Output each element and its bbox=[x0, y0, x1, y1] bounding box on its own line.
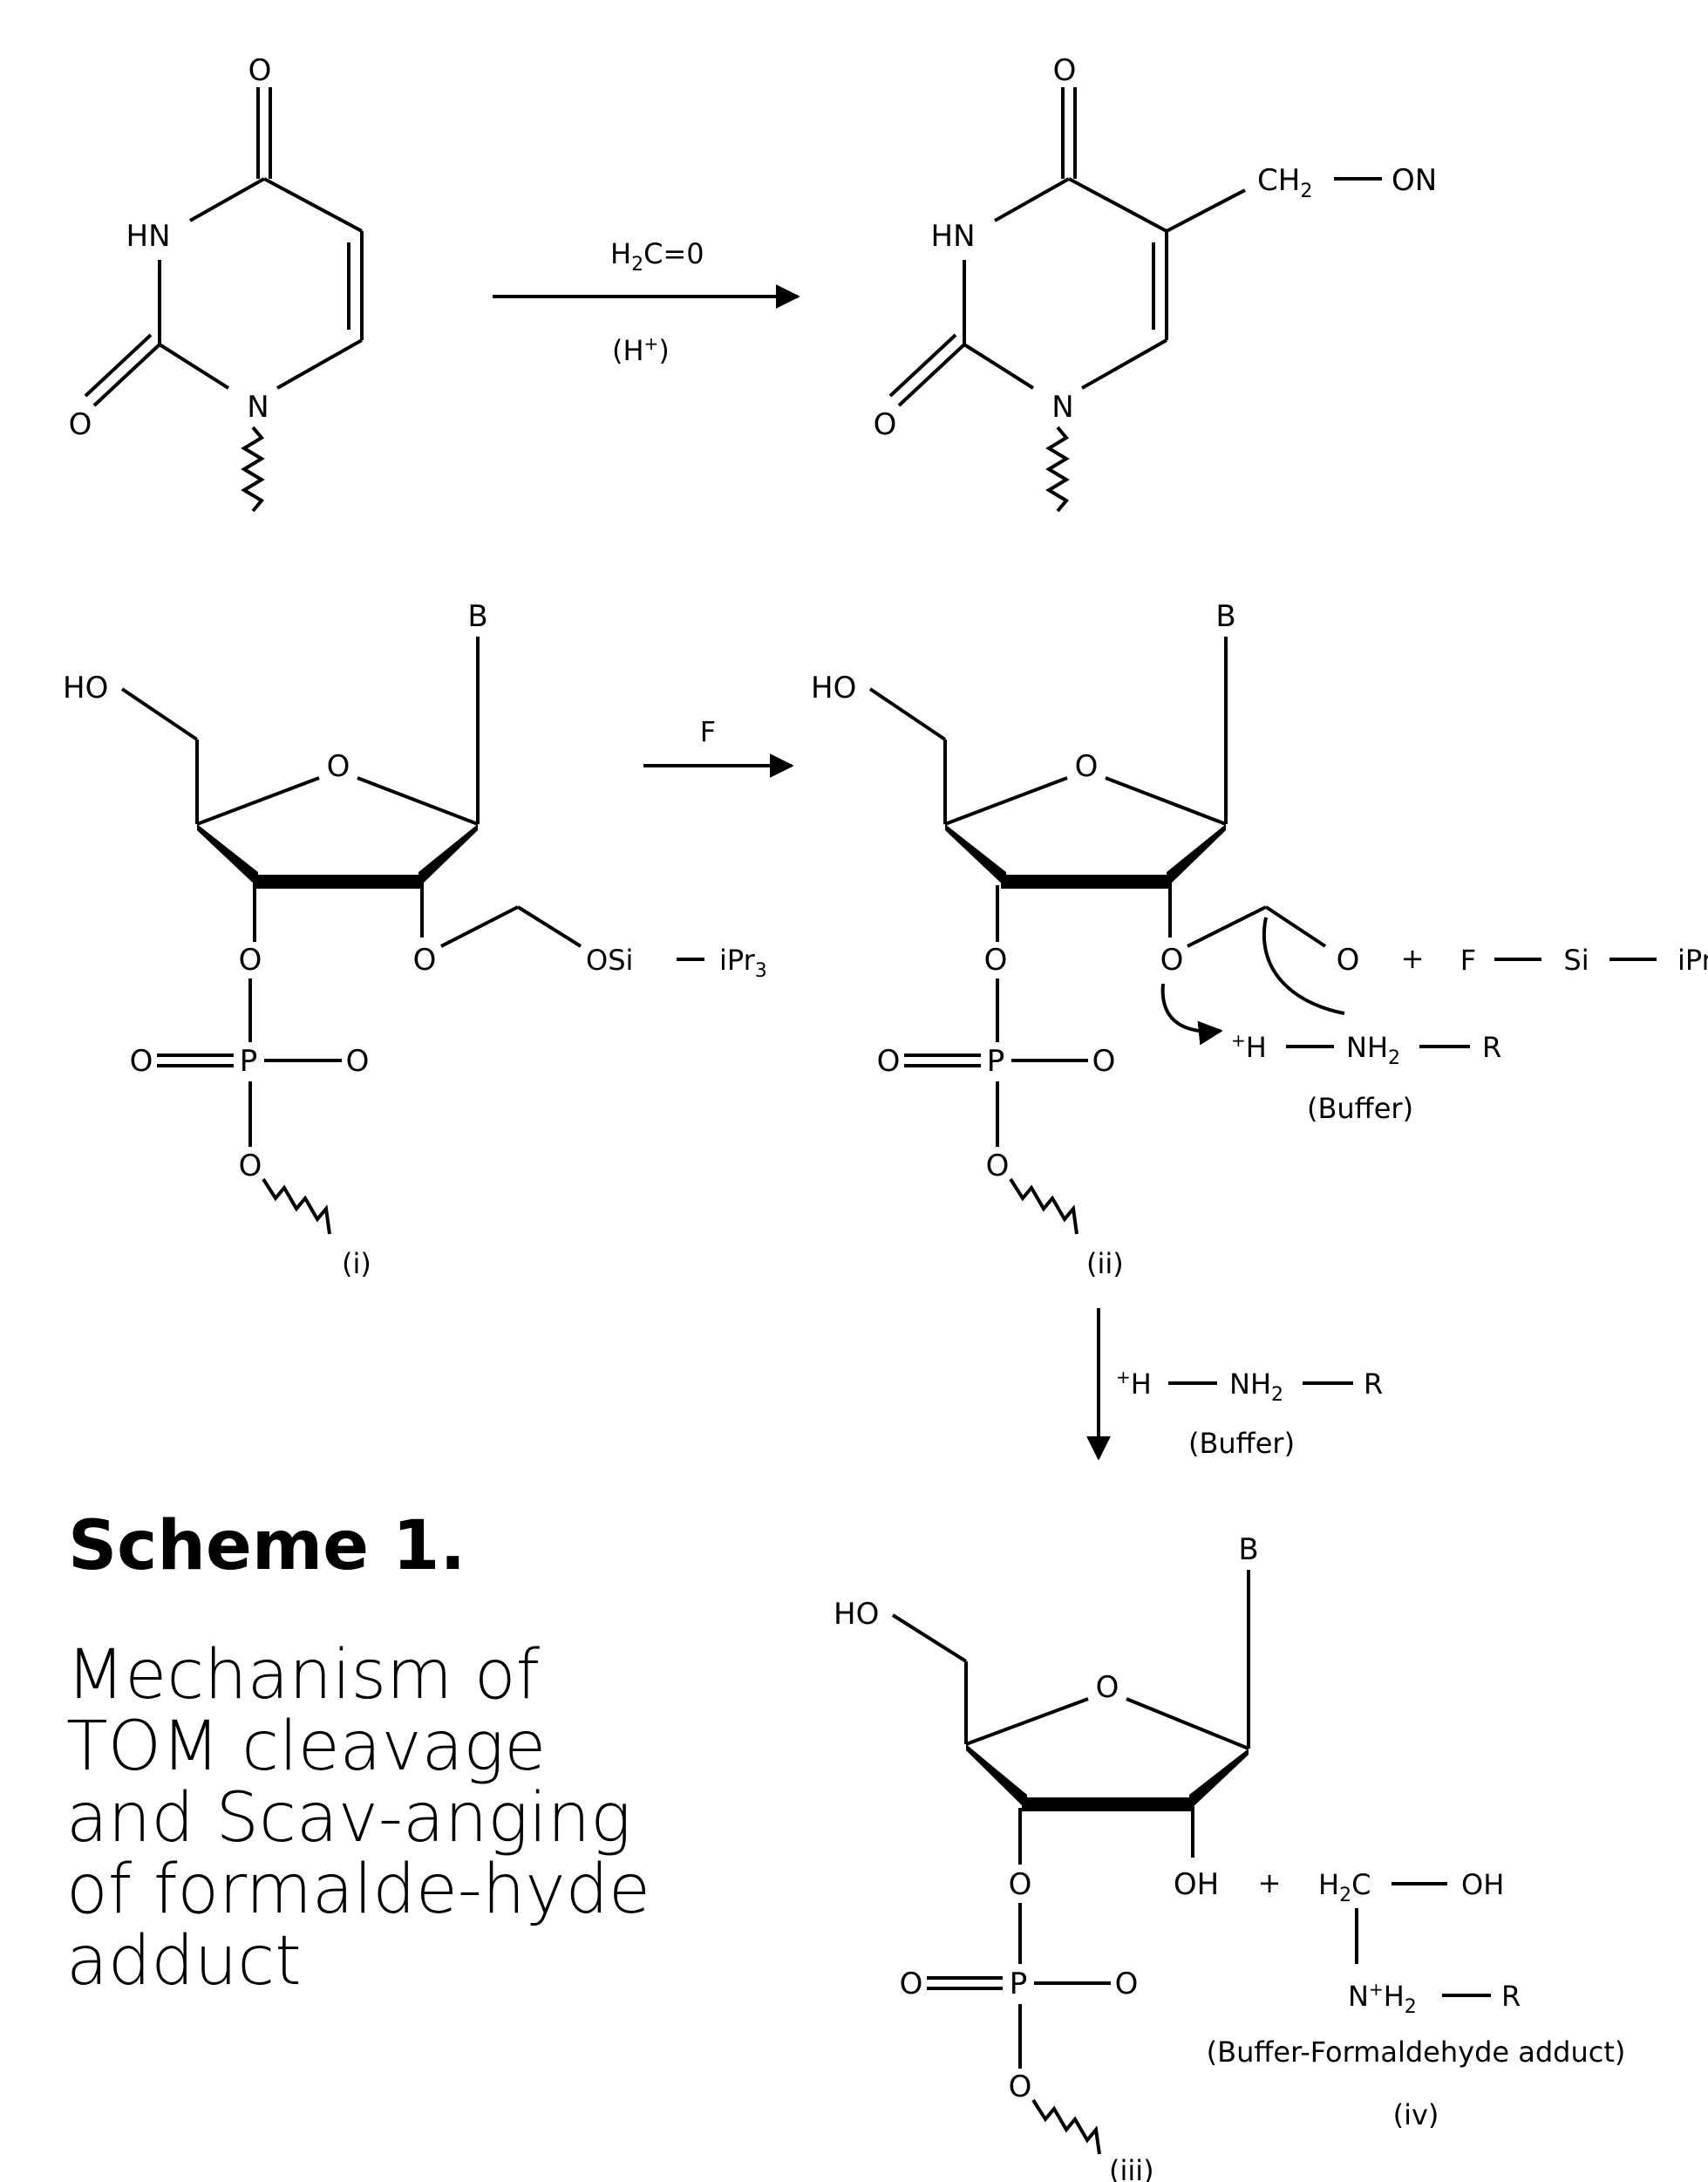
atom-o3: O bbox=[239, 943, 262, 978]
reaction-arrow-2: F bbox=[643, 715, 794, 778]
structure-label-iv: (iv) bbox=[1393, 2098, 1439, 2131]
buffer-amine: +H bbox=[1116, 1367, 1152, 1401]
scheme-title: Scheme 1. bbox=[68, 1507, 466, 1585]
group-nh2: N+H2 bbox=[1348, 1979, 1417, 2018]
atom-ho: HO bbox=[63, 671, 108, 706]
reagent-formaldehyde: H2C=0 bbox=[610, 237, 704, 276]
reagent-fluoride: F bbox=[700, 715, 716, 748]
plus-sign: + bbox=[1258, 1866, 1282, 1899]
atom-p-o-right: O bbox=[346, 1044, 370, 1079]
adduct-name: (Buffer-Formaldehyde adduct) bbox=[1207, 2035, 1626, 2069]
atom-oh: OH bbox=[1174, 1867, 1219, 1902]
atom-hn: HN bbox=[931, 219, 976, 254]
group-ch2: CH2 bbox=[1257, 163, 1312, 202]
reaction-arrow-3: +H NH2 R (Buffer) bbox=[1086, 1308, 1383, 1461]
group-ipr: iPr bbox=[1677, 944, 1708, 977]
atom-p-o-left: O bbox=[900, 1967, 923, 2001]
atom-b: B bbox=[467, 599, 487, 634]
atom-ho: HO bbox=[811, 671, 856, 706]
atom-ring-o: O bbox=[1096, 1670, 1119, 1705]
group-r: R bbox=[1501, 1980, 1521, 2013]
atom-o2: O bbox=[1160, 943, 1184, 978]
group-osi: OSi bbox=[586, 944, 633, 977]
buffer-nh2: NH2 bbox=[1346, 1031, 1400, 1069]
atom-si: Si bbox=[1563, 944, 1589, 977]
atom-p-o-right: O bbox=[1115, 1967, 1139, 2001]
buffer-label: (Buffer) bbox=[1307, 1092, 1413, 1125]
group-oh: OH bbox=[1461, 1868, 1504, 1901]
atom-ring-o: O bbox=[327, 749, 350, 784]
buffer-nh2: NH2 bbox=[1229, 1367, 1283, 1406]
atom-o-bottom: O bbox=[239, 1149, 262, 1183]
atom-o-left: O bbox=[69, 407, 92, 442]
atom-n: N bbox=[247, 390, 269, 425]
atom-o2: O bbox=[413, 943, 437, 978]
group-h2c: H2C bbox=[1318, 1868, 1371, 1906]
atom-f: F bbox=[1460, 944, 1476, 977]
atom-b: B bbox=[1238, 1532, 1258, 1567]
group-on: ON bbox=[1392, 163, 1437, 198]
group-ipr3: iPr3 bbox=[719, 944, 767, 982]
structure-label-i: (i) bbox=[342, 1247, 371, 1280]
buffer-r: R bbox=[1482, 1031, 1501, 1064]
atom-o3: O bbox=[1009, 1867, 1032, 1902]
structure-iii: B HO O O OH + P O O O (iii) bbox=[834, 1532, 1281, 2182]
uracil-product: O HN O N CH2 ON bbox=[874, 53, 1437, 513]
atom-o-top: O bbox=[1053, 53, 1077, 88]
scheme-caption: Mechanism of TOM cleavage and Scav-angin… bbox=[66, 1636, 651, 2001]
atom-n: N bbox=[1051, 390, 1073, 425]
atom-o-leaving: O bbox=[1337, 943, 1360, 978]
atom-ring-o: O bbox=[1075, 749, 1099, 784]
atom-hn: HN bbox=[126, 219, 171, 254]
atom-o-bottom: O bbox=[986, 1149, 1010, 1183]
atom-p: P bbox=[240, 1044, 258, 1079]
structure-i: B HO O O O OSi iPr3 P O O O (i) bbox=[63, 599, 767, 1280]
reaction-arrow-1: H2C=0 (H+) bbox=[493, 237, 800, 367]
atom-ho: HO bbox=[834, 1597, 879, 1632]
buffer-amine: +H bbox=[1231, 1030, 1267, 1064]
atom-p-o-left: O bbox=[130, 1044, 153, 1079]
reagent-acid: (H+) bbox=[612, 333, 670, 367]
structure-ii: B HO O O O O + F Si iPr +H NH2 R (Buffer… bbox=[811, 599, 1708, 1280]
atom-p: P bbox=[987, 1044, 1005, 1079]
plus-sign: + bbox=[1401, 942, 1425, 975]
buffer-r: R bbox=[1364, 1367, 1383, 1401]
adduct-iv: H2C OH N+H2 R (Buffer-Formaldehyde adduc… bbox=[1207, 1868, 1626, 2131]
atom-p: P bbox=[1010, 1967, 1028, 2001]
atom-o-bottom: O bbox=[1009, 2069, 1032, 2104]
atom-o-top: O bbox=[248, 53, 272, 88]
buffer-label: (Buffer) bbox=[1188, 1427, 1295, 1460]
atom-o-left: O bbox=[874, 407, 897, 442]
atom-p-o-right: O bbox=[1092, 1044, 1116, 1079]
uracil-reactant: O HN O N bbox=[69, 53, 364, 513]
atom-o3: O bbox=[984, 943, 1008, 978]
atom-p-o-left: O bbox=[877, 1044, 901, 1079]
structure-label-iii: (iii) bbox=[1109, 2154, 1154, 2182]
structure-label-ii: (ii) bbox=[1086, 1247, 1124, 1280]
atom-b: B bbox=[1215, 599, 1235, 634]
